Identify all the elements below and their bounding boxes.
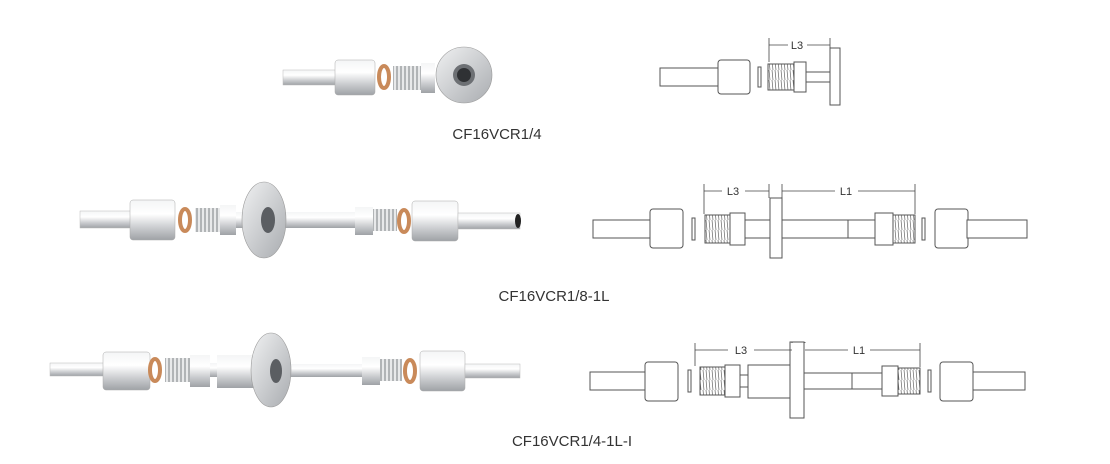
product-label: CF16VCR1/4 bbox=[452, 126, 541, 143]
dimension-l3: L3 bbox=[727, 186, 739, 198]
dimension-l1: L1 bbox=[853, 345, 865, 357]
photo-cf16vcr1-4 bbox=[282, 46, 493, 104]
dimension-l1: L1 bbox=[840, 186, 852, 198]
drawing-cf16vcr1-8-1l: L3 L1 bbox=[592, 184, 1028, 259]
dimension-l3: L3 bbox=[791, 40, 803, 52]
product-label: CF16VCR1/8-1L bbox=[499, 288, 610, 305]
product-label: CF16VCR1/4-1L-I bbox=[512, 433, 632, 450]
dimension-l3: L3 bbox=[735, 345, 747, 357]
drawing-cf16vcr1-4: L3 bbox=[659, 38, 841, 106]
drawing-cf16vcr1-4-1l-i: L3 L1 bbox=[589, 341, 1026, 419]
photo-cf16vcr1-8-1l bbox=[79, 181, 521, 259]
photo-cf16vcr1-4-1l-i bbox=[49, 332, 521, 408]
